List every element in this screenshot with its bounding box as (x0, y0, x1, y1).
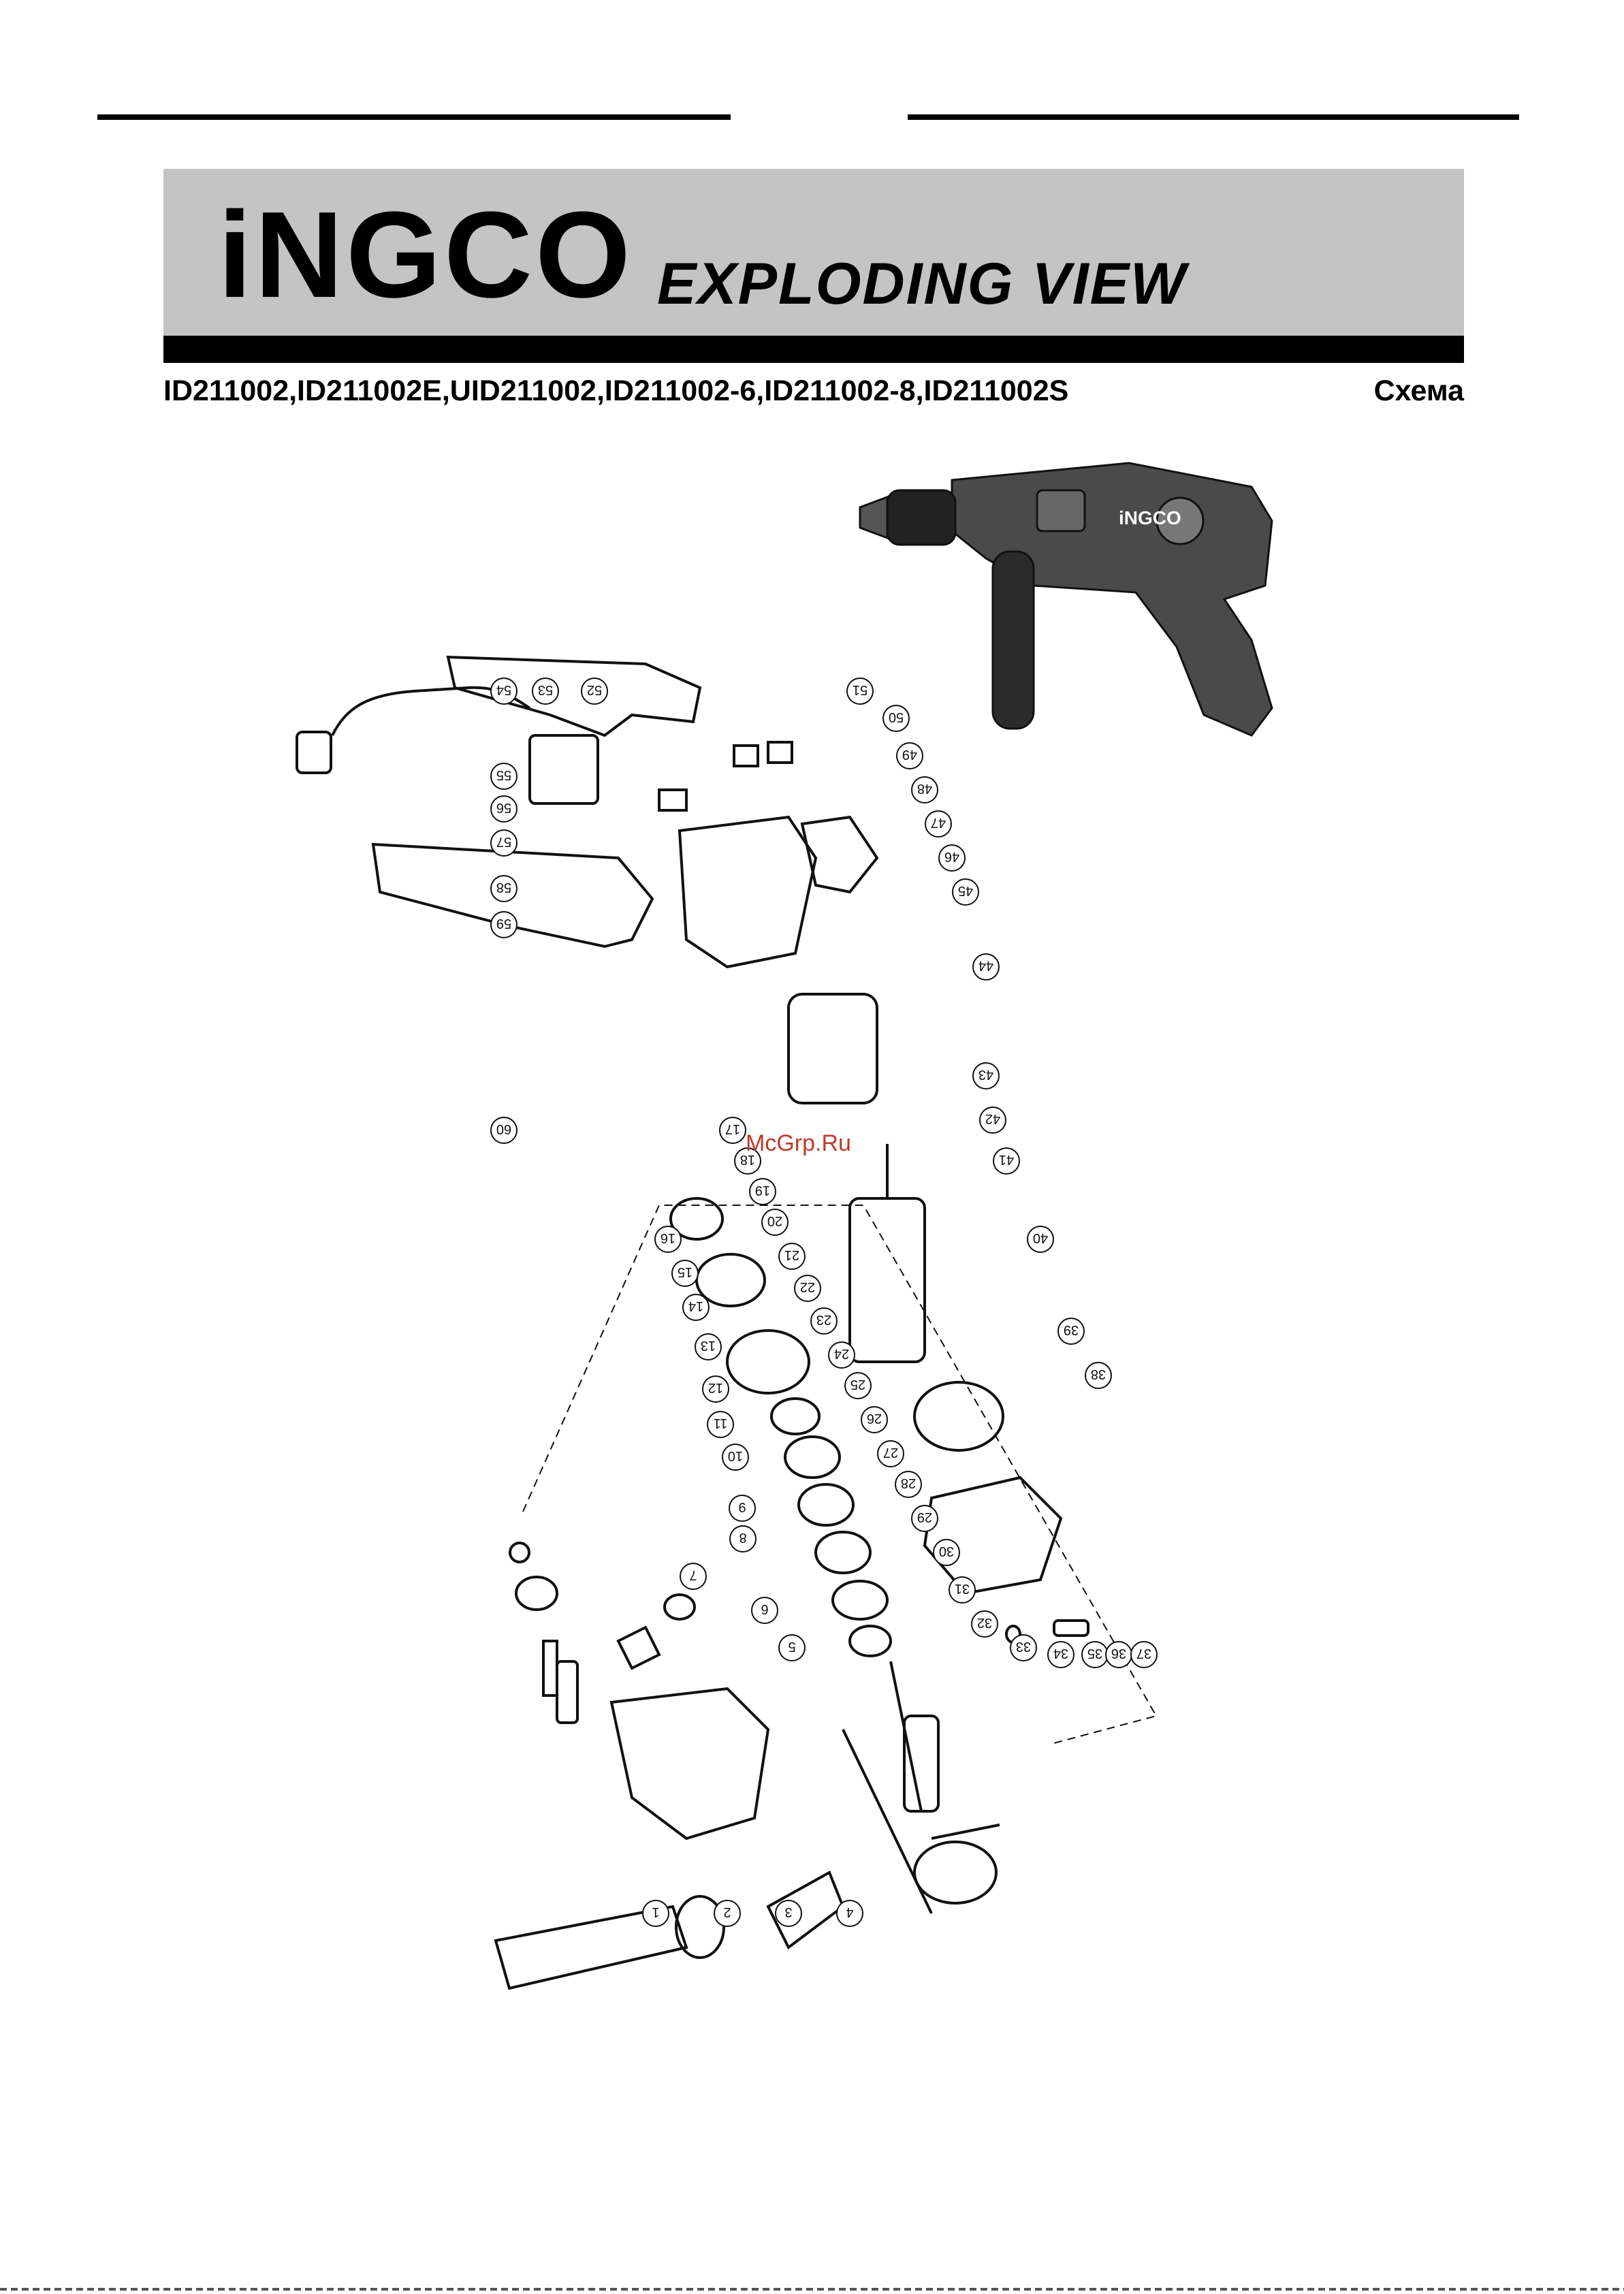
part-number-55: 55 (496, 767, 511, 782)
part-number-28: 28 (901, 1476, 916, 1491)
part-number-37: 37 (1136, 1646, 1151, 1661)
part-number-10: 10 (728, 1448, 743, 1463)
part-number-45: 45 (958, 883, 973, 898)
part-callouts: 1234567891011121314151617181920212223242… (491, 678, 1157, 1926)
schema-label: Схема (1374, 375, 1464, 408)
part-number-26: 26 (867, 1411, 882, 1426)
part-number-2: 2 (723, 1905, 731, 1919)
part-number-46: 46 (944, 849, 959, 864)
part-number-31: 31 (955, 1581, 970, 1596)
part-number-41: 41 (999, 1152, 1014, 1167)
part-number-11: 11 (714, 1416, 728, 1431)
part-number-15: 15 (678, 1264, 692, 1279)
part-outlines (297, 657, 1088, 1988)
part-number-24: 24 (834, 1346, 849, 1361)
part-number-16: 16 (660, 1230, 675, 1245)
part-number-48: 48 (917, 781, 932, 796)
part-number-29: 29 (917, 1510, 932, 1525)
watermark: McGrp.Ru (746, 1130, 851, 1157)
part-number-30: 30 (939, 1544, 954, 1559)
part-number-35: 35 (1087, 1646, 1102, 1661)
part-number-27: 27 (883, 1445, 898, 1460)
part-number-19: 19 (755, 1183, 770, 1198)
part-number-42: 42 (985, 1111, 1000, 1126)
part-number-3: 3 (784, 1905, 792, 1919)
part-number-13: 13 (701, 1338, 716, 1353)
part-number-44: 44 (978, 958, 993, 973)
part-number-43: 43 (978, 1067, 993, 1082)
part-number-1: 1 (652, 1905, 659, 1919)
part-number-56: 56 (496, 800, 511, 815)
part-number-33: 33 (1016, 1639, 1031, 1654)
header-banner-bottom (163, 336, 1464, 363)
part-number-22: 22 (800, 1279, 815, 1294)
bottom-dashed-line (0, 2288, 1624, 2291)
part-number-7: 7 (689, 1567, 697, 1582)
part-number-59: 59 (496, 916, 511, 931)
part-number-39: 39 (1064, 1322, 1079, 1337)
part-number-34: 34 (1053, 1646, 1068, 1661)
part-number-60: 60 (496, 1121, 511, 1136)
part-number-12: 12 (708, 1380, 723, 1395)
part-number-20: 20 (767, 1213, 782, 1228)
exploded-view-diagram: iNGCO (251, 422, 1371, 2073)
part-number-6: 6 (761, 1602, 768, 1616)
model-list: ID211002,ID211002E,UID211002,ID211002-6,… (163, 375, 1068, 408)
inset-brand: iNGCO (1119, 507, 1181, 528)
part-number-58: 58 (496, 880, 511, 895)
part-number-38: 38 (1091, 1367, 1106, 1382)
top-rule-left (97, 114, 731, 120)
part-number-50: 50 (889, 710, 904, 724)
brand-logo: iNGCO (218, 204, 633, 306)
part-number-9: 9 (738, 1499, 746, 1514)
part-number-36: 36 (1111, 1646, 1126, 1661)
part-number-23: 23 (816, 1312, 831, 1327)
part-number-49: 49 (902, 747, 917, 762)
drill-photo (860, 463, 1272, 735)
part-number-57: 57 (496, 834, 511, 849)
part-number-8: 8 (739, 1530, 746, 1545)
part-number-54: 54 (496, 682, 511, 697)
part-number-40: 40 (1033, 1230, 1048, 1245)
part-number-51: 51 (853, 682, 867, 697)
part-number-53: 53 (538, 682, 553, 697)
banner-title: EXPLODING VIEW (657, 251, 1187, 318)
part-number-21: 21 (784, 1247, 799, 1262)
part-number-17: 17 (725, 1121, 740, 1136)
part-number-5: 5 (788, 1639, 795, 1654)
part-number-14: 14 (688, 1299, 703, 1313)
part-number-4: 4 (846, 1905, 853, 1919)
top-rule-right (908, 114, 1519, 120)
part-number-25: 25 (850, 1377, 865, 1392)
part-number-52: 52 (587, 682, 602, 697)
part-number-32: 32 (977, 1615, 992, 1630)
part-number-47: 47 (931, 815, 946, 830)
